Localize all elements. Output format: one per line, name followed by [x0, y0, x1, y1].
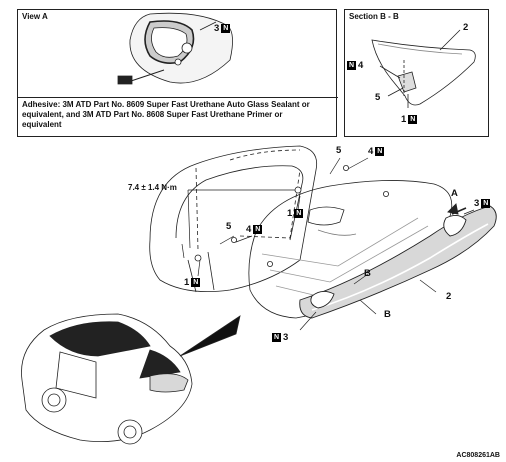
section-b-upper-label: B	[364, 268, 371, 279]
view-a-drawing	[117, 12, 233, 85]
nut-top	[342, 164, 349, 171]
callout-1-center-number: 1	[287, 208, 293, 219]
section-bb-callout-2: 2	[463, 22, 469, 33]
section-bb-drawing	[371, 29, 476, 108]
view-a-title: View A	[22, 12, 48, 21]
figure-code: AC808261AB	[456, 452, 500, 459]
section-bb-title: Section B - B	[349, 12, 399, 21]
section-b-lower-label: B	[384, 309, 391, 320]
section-bb-callout-1-number: 1	[401, 114, 407, 125]
callout-3-bottom-number: 3	[283, 332, 289, 343]
callout-3-right-badge: N	[481, 198, 491, 208]
callout-2: 2	[446, 291, 452, 302]
callout-1-center-badge: N	[294, 208, 304, 218]
view-arrow-a-label: A	[451, 188, 458, 199]
callout-3-right-number: 3	[474, 198, 480, 209]
callout-4-left-badge: N	[253, 224, 263, 234]
bolt-glass-right	[382, 190, 389, 197]
callout-3-bottom-badge: N	[272, 332, 281, 342]
vehicle-overview	[21, 313, 241, 445]
callout-1-left-badge: N	[191, 277, 201, 287]
section-bb-callout-4-number: 4	[358, 60, 364, 71]
torque-spec: 7.4 ± 1.4 N·m	[128, 183, 177, 192]
callout-4-top-number: 4	[368, 146, 374, 157]
leader-lines	[181, 157, 475, 331]
bolt-left	[194, 254, 202, 262]
fasteners	[194, 164, 389, 267]
view-a-divider	[18, 97, 338, 98]
section-bb-callout-4-badge: N	[347, 60, 356, 70]
section-bb-callout-1-badge: N	[408, 114, 418, 124]
view-a-callout-3-number: 3	[214, 23, 220, 34]
callout-1-left-number: 1	[184, 277, 190, 288]
callout-4-top-badge: N	[375, 146, 385, 156]
rear-spoiler	[299, 203, 497, 319]
nut-left	[230, 236, 237, 243]
section-bb-callout-5: 5	[375, 92, 381, 103]
bolt-glass	[266, 260, 273, 267]
callout-5-left: 5	[226, 221, 232, 232]
bolt-center	[294, 186, 302, 194]
rear-body-outline	[149, 145, 318, 293]
adhesive-note: Adhesive: 3M ATD Part No. 8609 Super Fas…	[22, 100, 310, 129]
callout-5-top: 5	[336, 145, 342, 156]
callout-4-left-number: 4	[246, 224, 252, 235]
view-a-callout-3-badge: N	[221, 23, 231, 33]
